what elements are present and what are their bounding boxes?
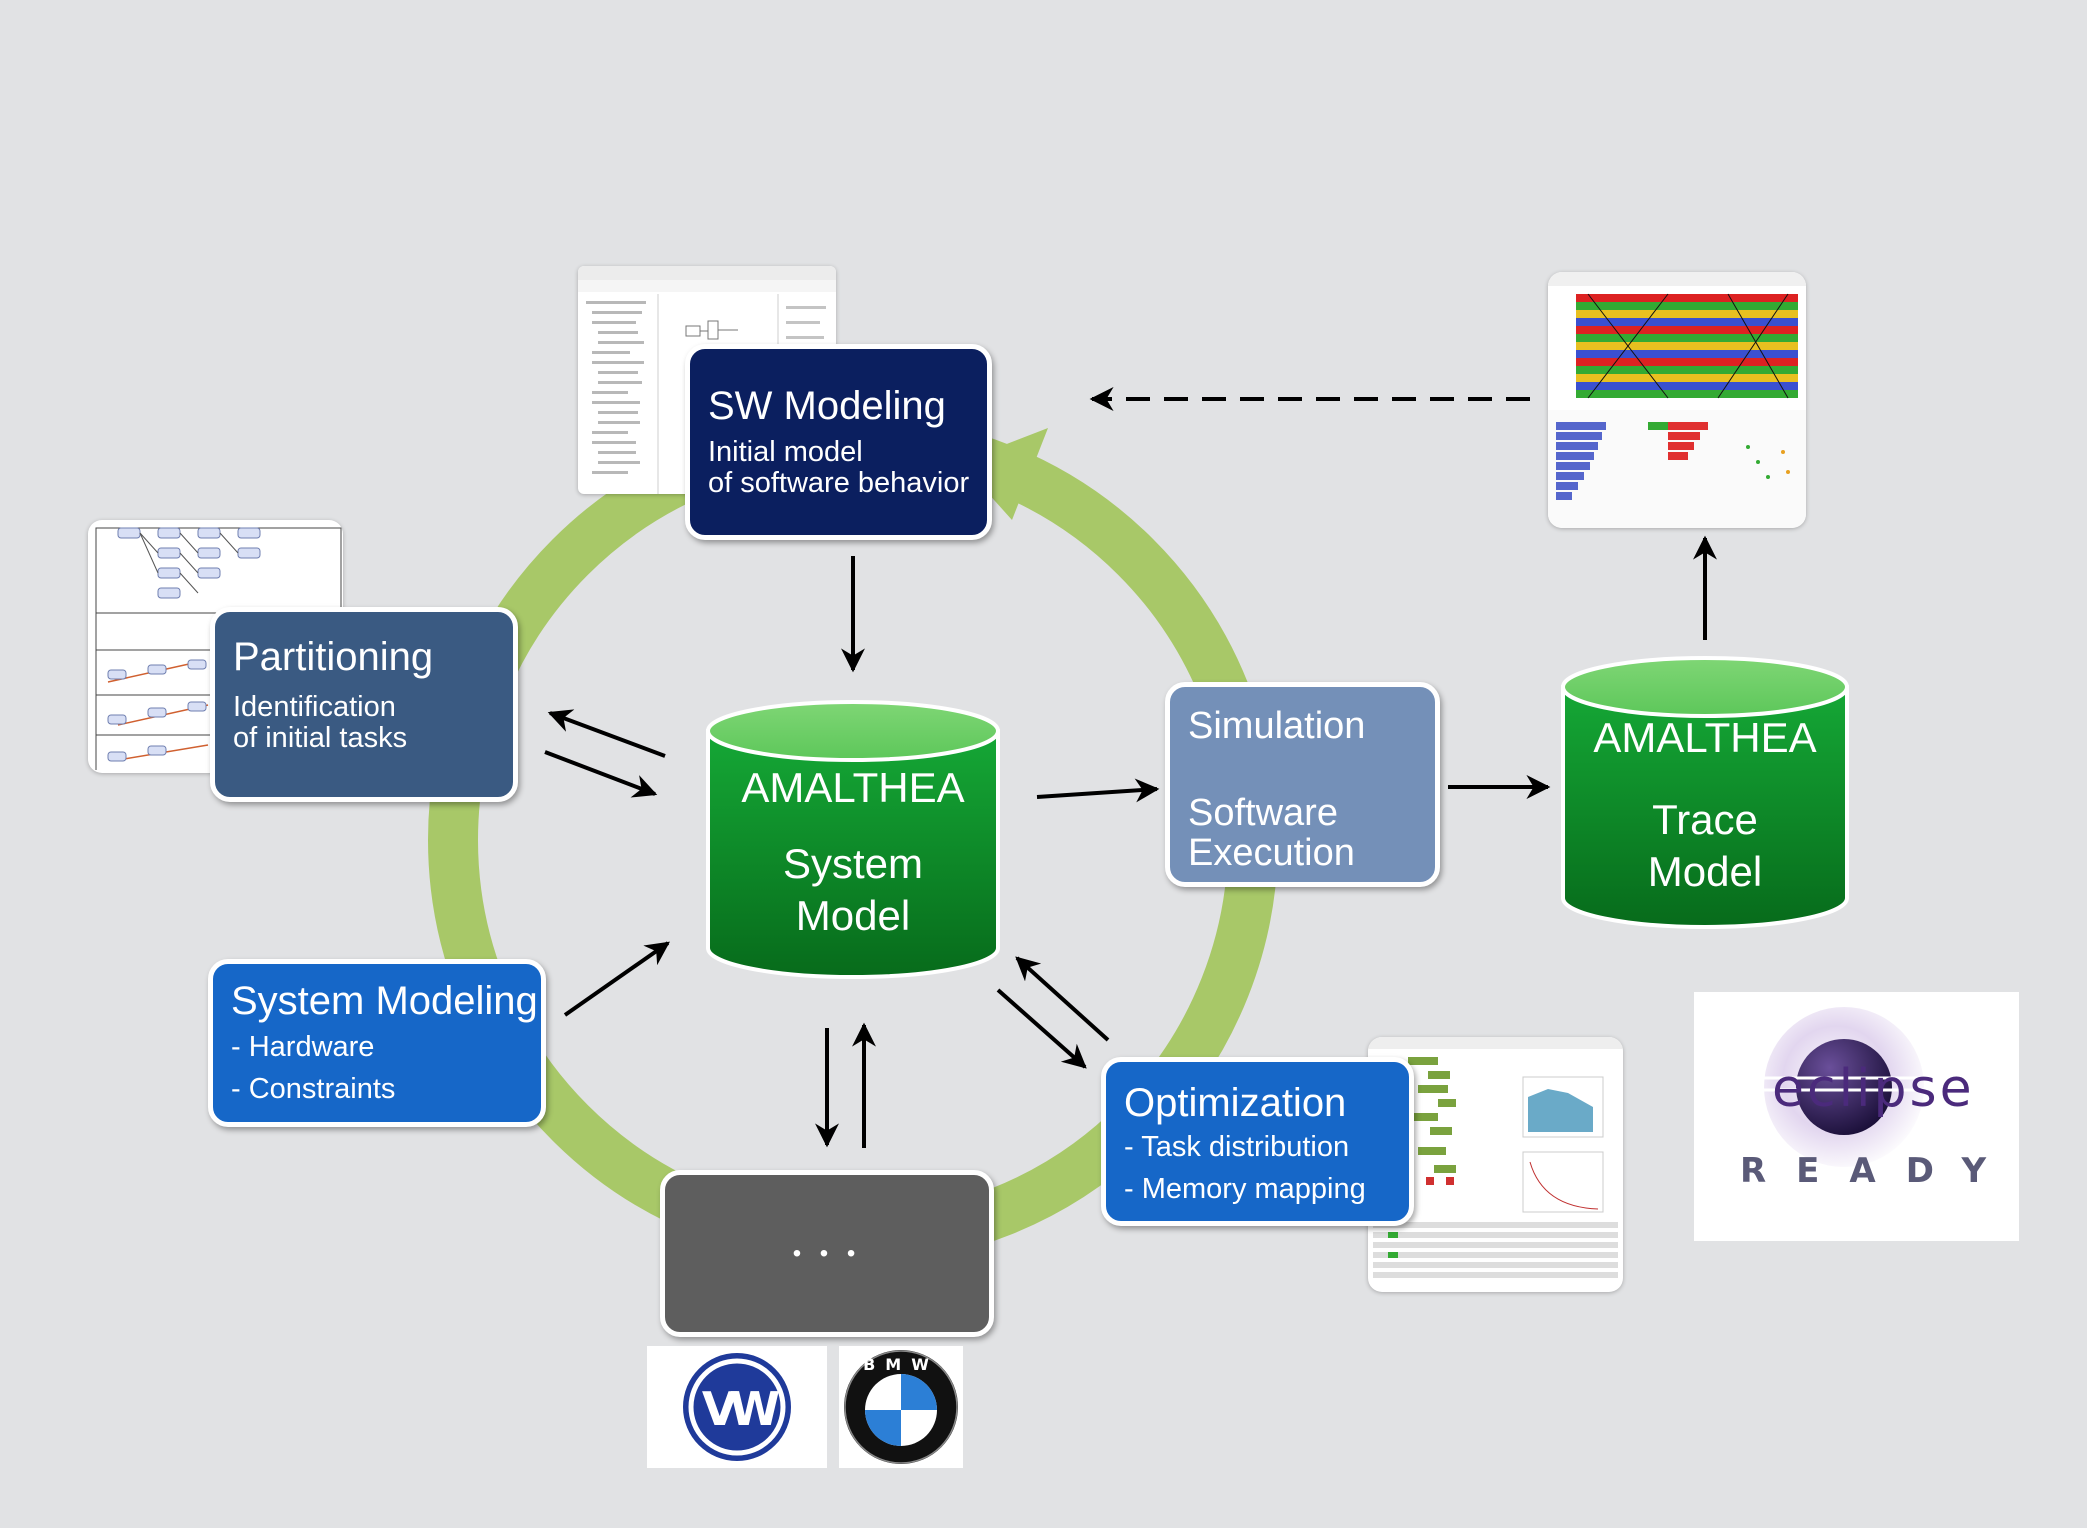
arrow-model-to-simulation	[1036, 778, 1160, 803]
eclipse-ready-logo: eclipse READY	[1694, 992, 2019, 1241]
partitioning-line1: Identification	[233, 691, 396, 723]
trace-model-line3: Model	[1647, 848, 1763, 895]
system-model-line3: Model	[795, 892, 911, 939]
simulation-box[interactable]: Simulation Software Execution	[1165, 682, 1440, 887]
system-modeling-box[interactable]: System Modeling - Hardware - Constraints	[208, 959, 546, 1127]
arrow-system-modeling-to-model	[563, 941, 670, 1017]
system-modeling-title: System Modeling	[231, 979, 538, 1023]
trace-model-line2: Trace	[1652, 796, 1758, 843]
sw-modeling-line1: Initial model	[708, 436, 863, 468]
optimization-item1: - Task distribution	[1124, 1131, 1350, 1163]
optimization-title: Optimization	[1124, 1081, 1347, 1125]
more-box[interactable]: • • •	[660, 1170, 994, 1337]
system-model-line2: System	[782, 840, 924, 887]
eclipse-logo-graphic: eclipse READY	[1734, 1007, 2016, 1191]
trace-model-label: AMALTHEA Trace Model	[1563, 712, 1847, 898]
vw-logo-mark: VW	[702, 1382, 780, 1436]
arrow-partitioning-to-model	[544, 750, 658, 798]
system-model-line1: AMALTHEA	[741, 764, 965, 811]
simulation-line2: Execution	[1188, 832, 1355, 874]
optimization-screenshot-graphic	[1368, 1037, 1623, 1278]
ready-word: READY	[1740, 1151, 2016, 1191]
bmw-logo-mark: BMW	[863, 1355, 939, 1374]
optimization-item2: - Memory mapping	[1124, 1173, 1366, 1205]
trace-screenshot-graphic	[1548, 272, 1806, 528]
bmw-logo: BMW	[839, 1346, 963, 1468]
system-modeling-item2: - Constraints	[231, 1073, 396, 1105]
vw-logo-graphic: VW	[683, 1353, 791, 1461]
trace-model-cylinder	[1561, 656, 1849, 929]
sw-modeling-line2: of software behavior	[708, 467, 970, 499]
sw-modeling-title: SW Modeling	[708, 384, 946, 428]
more-box-ellipsis: • • •	[792, 1239, 862, 1267]
system-model-cylinder	[706, 700, 1000, 979]
arrow-optimization-to-model	[1015, 956, 1110, 1042]
cycle-arrowhead	[960, 428, 1048, 520]
system-modeling-item1: - Hardware	[231, 1031, 375, 1063]
partitioning-line2: of initial tasks	[233, 722, 408, 754]
system-model-label: AMALTHEA System Model	[708, 762, 998, 942]
trace-screenshot	[1548, 272, 1806, 528]
optimization-box[interactable]: Optimization - Task distribution - Memor…	[1101, 1057, 1414, 1226]
sw-modeling-box[interactable]: SW Modeling Initial model of software be…	[685, 344, 992, 540]
simulation-line1: Software	[1188, 792, 1338, 834]
partitioning-box[interactable]: Partitioning Identification of initial t…	[210, 607, 518, 802]
arrow-model-to-optimization	[996, 988, 1087, 1069]
eclipse-word: eclipse	[1772, 1059, 1975, 1119]
arrow-model-to-partitioning	[547, 709, 666, 758]
bmw-logo-graphic: BMW	[844, 1350, 958, 1464]
vw-logo: VW	[647, 1346, 827, 1468]
simulation-title: Simulation	[1188, 705, 1366, 747]
partitioning-title: Partitioning	[233, 635, 434, 679]
trace-model-line1: AMALTHEA	[1593, 714, 1817, 761]
